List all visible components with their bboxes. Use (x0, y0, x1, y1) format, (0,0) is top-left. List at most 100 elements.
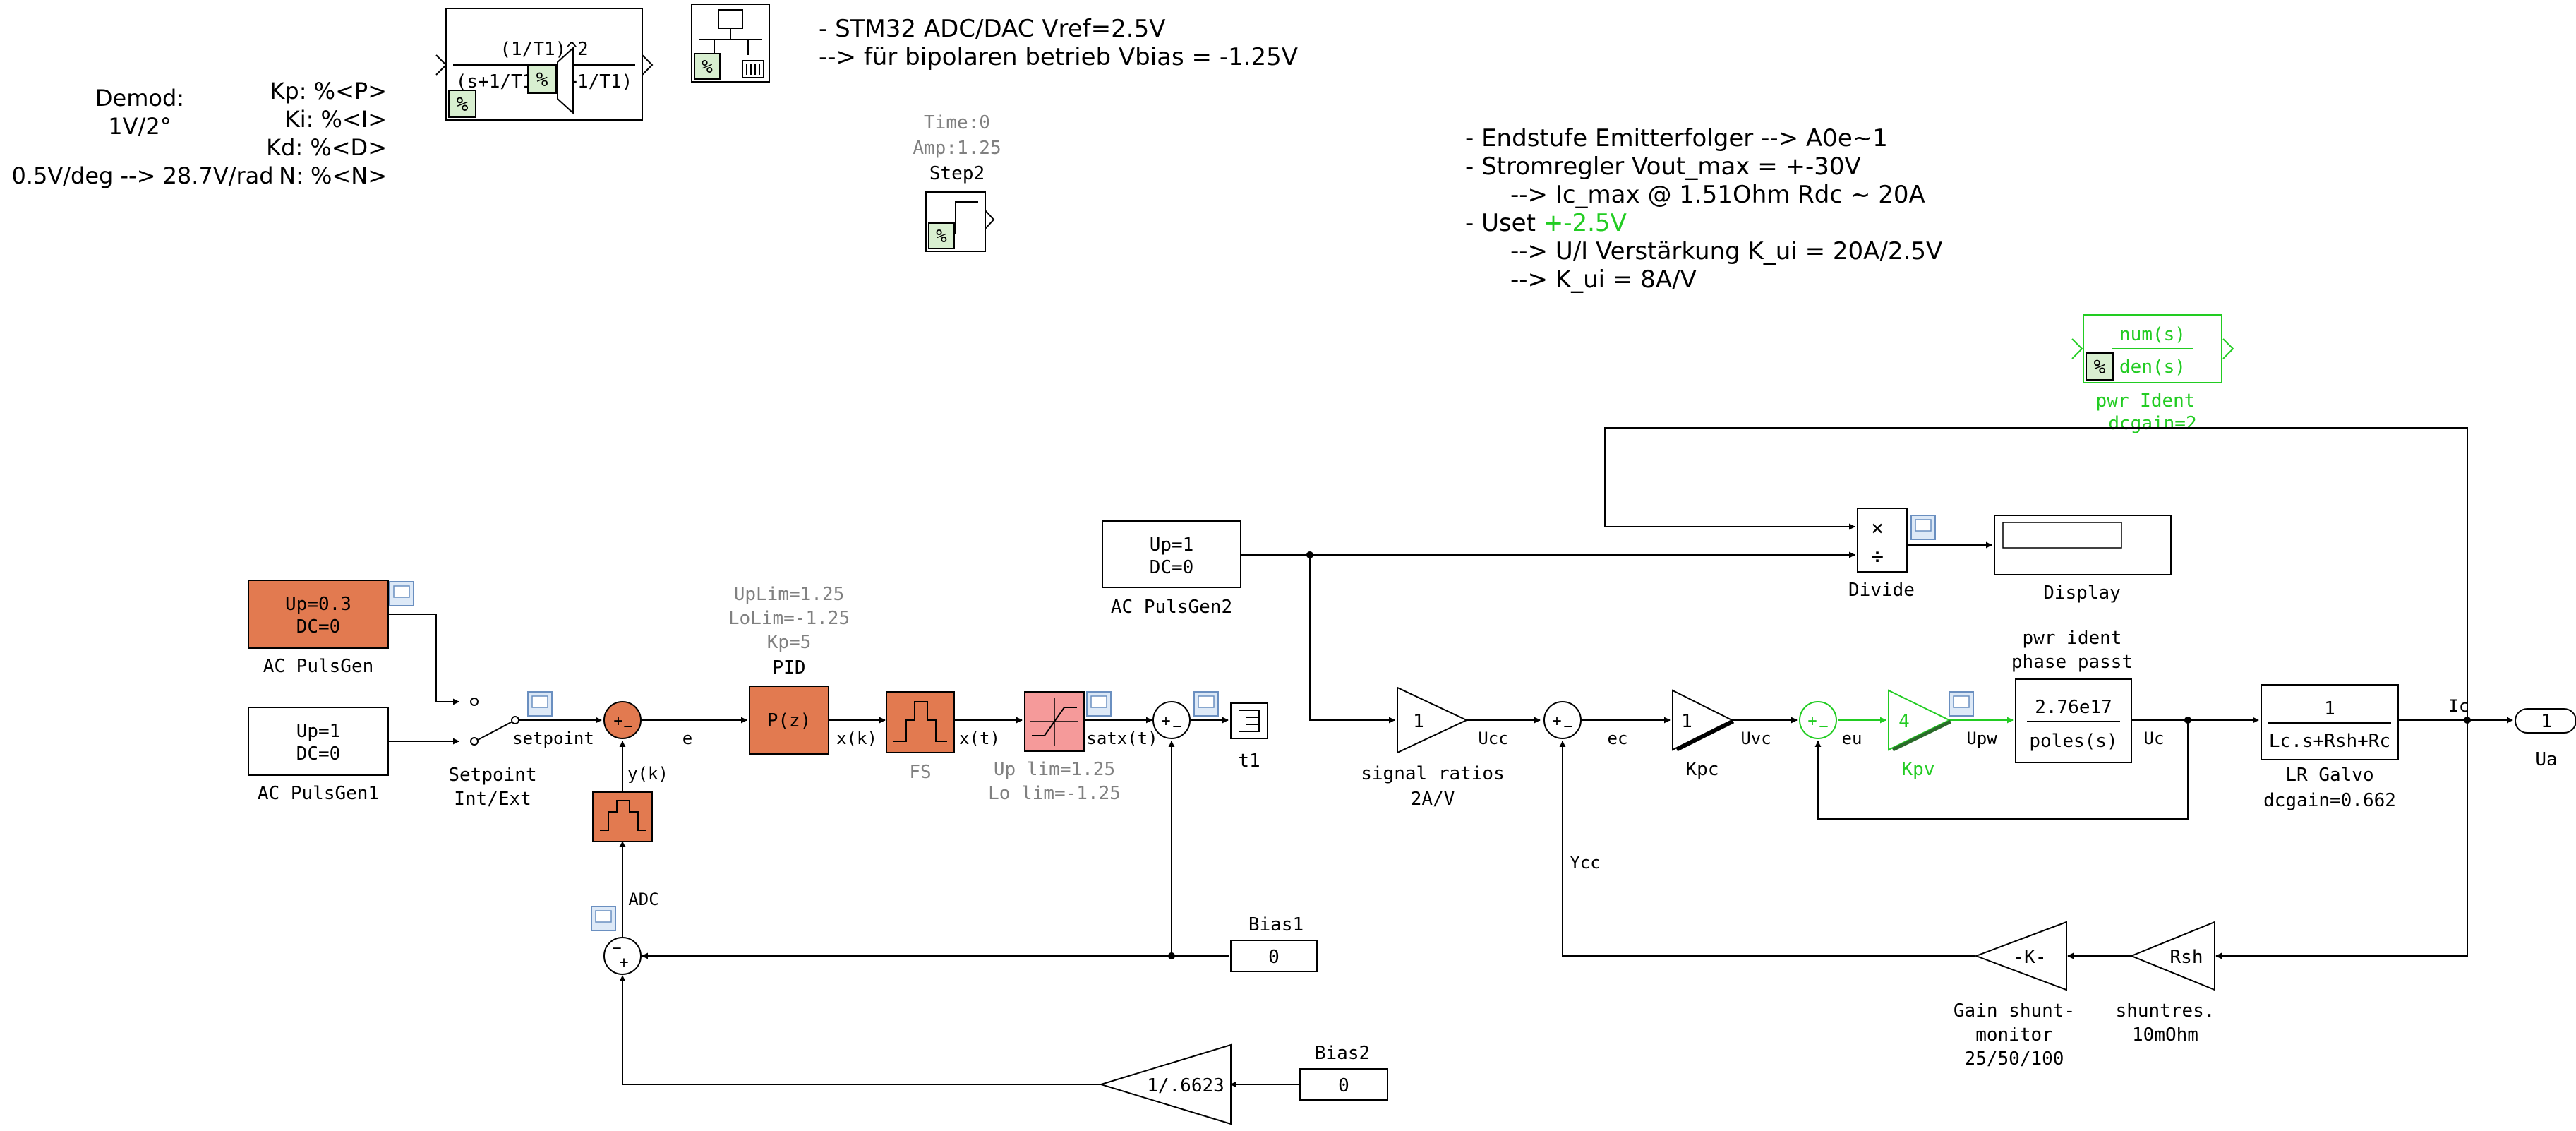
demod-note-line: 1V/2° (108, 113, 171, 140)
scope-port-icon (1086, 691, 1112, 717)
setpoint-switch[interactable]: Setpoint Int/Ext (448, 698, 537, 810)
lr-galvo-block[interactable]: 1 Lc.s+Rsh+Rc LR Galvo dcgain=0.662 (2261, 684, 2399, 811)
shuntres-block[interactable]: Rsh shuntres. 10mOhm (2116, 921, 2215, 1046)
pid-params-note: Kp: %<P> Ki: %<I> Kd: %<D> N: %<N> (266, 78, 387, 189)
bias1-block[interactable]: Bias1 0 (1230, 914, 1318, 972)
speaker-icon (557, 46, 574, 115)
scope-port-icon (1949, 691, 1974, 717)
pwr-ident-block[interactable]: pwr ident phase passt 2.76e17 poles(s) (2011, 628, 2133, 763)
ac-pulsgen-block[interactable]: Up=0.3 DC=0 AC PulsGen (248, 580, 414, 677)
gain-inv-label: 1/.6623 (1147, 1075, 1224, 1096)
kpc-block[interactable]: 1 Kpc (1672, 689, 1735, 780)
display-block[interactable]: Display (1994, 515, 2172, 604)
t1-block[interactable]: t1 (1230, 702, 1268, 772)
step2-block[interactable]: Time:0 Amp:1.25 Step2 % (913, 112, 1001, 252)
adc-name: ADC (628, 890, 658, 909)
percent-icon: % (694, 53, 721, 80)
block-bitmap-icon (742, 60, 764, 78)
pid-name: PID (773, 657, 806, 678)
tf-ident-numerator: num(s) (2119, 324, 2186, 345)
display-name: Display (2043, 582, 2121, 604)
scope-block[interactable]: % (691, 4, 770, 83)
ac-pulsgen1-name: AC PulsGen1 (258, 783, 379, 804)
ac-pulsgen-param: DC=0 (296, 616, 341, 638)
stm32-note-line: --> für bipolaren betrieb Vbias = -1.25V (819, 43, 1298, 71)
pid-block[interactable]: UpLim=1.25 LoLim=-1.25 Kp=5 PID P(z) (728, 584, 850, 755)
demod-note-line: Demod: (95, 85, 184, 112)
switch-name: Setpoint (448, 765, 536, 786)
scope-icon (699, 9, 762, 55)
stm32-note-line: - STM32 ADC/DAC Vref=2.5V (819, 15, 1165, 43)
pwr-ident-denominator: poles(s) (2029, 731, 2117, 752)
fs-name: FS (909, 762, 931, 783)
signal-label: Ucc (1478, 729, 1508, 748)
divide-block[interactable]: × ÷ Divide (1848, 508, 1915, 601)
sum-sign: − (612, 940, 621, 957)
signal-ratios-block[interactable]: 1 signal ratios 2A/V (1361, 686, 1505, 810)
endstufe-note-line: - Uset +-2.5V (1465, 209, 1627, 237)
signal-label: x(t) (959, 729, 1000, 748)
step2-param: Time:0 (924, 112, 990, 133)
demod-note: Demod: 1V/2° 0.5V/deg --> 28.7V/rad (11, 85, 273, 189)
pwr-ident-tf-block[interactable]: num(s) den(s) % pwr Ident dcgain=2 (2071, 314, 2234, 434)
signal-label: setpoint (512, 729, 594, 748)
sum1-block[interactable]: + − (603, 701, 642, 739)
signal-label: Ic (2449, 696, 2469, 716)
lr-galvo-numerator: 1 (2324, 698, 2335, 719)
tf-top-block[interactable]: (1/T1)^2 (s+1/T1)(s+1/T1) % % (435, 8, 654, 121)
tf-ident-name: pwr Ident (2096, 390, 2196, 412)
kpv-value: 4 (1898, 711, 1910, 732)
kpv-block[interactable]: 4 Kpv (1888, 689, 1952, 780)
svg-text:%: % (2094, 355, 2106, 378)
sum4-block[interactable]: + − (1543, 701, 1582, 739)
percent-icon: % (448, 90, 476, 118)
ac-pulsgen-param: Up=0.3 (285, 594, 351, 615)
scope-port-icon (527, 691, 553, 717)
saturation-block[interactable]: Up_lim=1.25 Lo_lim=-1.25 (988, 691, 1121, 804)
quantizer-icon (893, 701, 947, 742)
signal-label: Uvc (1740, 729, 1771, 748)
scope-port-icon (1910, 515, 1936, 540)
shuntres-name: 10mOhm (2132, 1024, 2198, 1046)
sum3-block[interactable]: − + (603, 937, 642, 975)
ac-pulsgen-name: AC PulsGen (263, 656, 374, 677)
lr-galvo-name: dcgain=0.662 (2263, 790, 2396, 811)
pwr-ident-name: pwr ident (2023, 628, 2122, 649)
endstufe-note-line: --> K_ui = 8A/V (1510, 265, 1697, 294)
pid-param: LoLim=-1.25 (728, 608, 850, 629)
signal-label: satx(t) (1086, 729, 1157, 748)
signal-ratios-value: 1 (1413, 711, 1424, 732)
sum2-block[interactable]: + − (1152, 701, 1191, 739)
svg-text:%: % (536, 68, 548, 91)
sum-sign: − (623, 718, 632, 736)
gain-shunt-label: -K- (2014, 947, 2047, 968)
ua-value: 1 (2541, 711, 2552, 732)
kpc-name: Kpc (1686, 759, 1719, 780)
step2-name: Step2 (929, 163, 985, 184)
endstufe-note-line: - Endstufe Emitterfolger --> A0e~1 (1465, 124, 1888, 152)
sum5-block[interactable]: + − (1799, 701, 1837, 739)
endstufe-note-line: --> Ic_max @ 1.51Ohm Rdc ~ 20A (1510, 181, 1925, 209)
lr-galvo-denominator: Lc.s+Rsh+Rc (2269, 731, 2390, 752)
ac-pulsgen1-block[interactable]: Up=1 DC=0 AC PulsGen1 (248, 707, 389, 804)
scope-port-icon (591, 906, 616, 931)
signal-label: Uc (2144, 729, 2165, 748)
gain-shunt-block[interactable]: -K- Gain shunt- monitor 25/50/100 (1954, 921, 2075, 1070)
sum-sign: − (1819, 718, 1828, 736)
gain-shunt-name: monitor (1975, 1024, 2053, 1046)
svg-text:%: % (936, 226, 947, 247)
scope-port-icon (1193, 691, 1219, 717)
gain-inv-block[interactable]: 1/.6623 (1098, 1043, 1232, 1125)
signal-label: y(k) (627, 764, 668, 784)
scope-port-icon (389, 581, 414, 606)
adc-block[interactable]: ADC (592, 791, 659, 909)
fs-block[interactable]: FS (886, 691, 955, 783)
kpc-value: 1 (1681, 711, 1692, 732)
shuntres-name: shuntres. (2116, 1000, 2215, 1022)
sum-sign: − (1172, 718, 1181, 736)
bias2-block[interactable]: Bias2 0 (1299, 1043, 1388, 1101)
ua-outport[interactable]: 1 Ua (2515, 708, 2576, 770)
signal-label: e (682, 729, 692, 748)
ac-pulsgen2-block[interactable]: Up=1 DC=0 AC PulsGen2 (1102, 520, 1241, 618)
